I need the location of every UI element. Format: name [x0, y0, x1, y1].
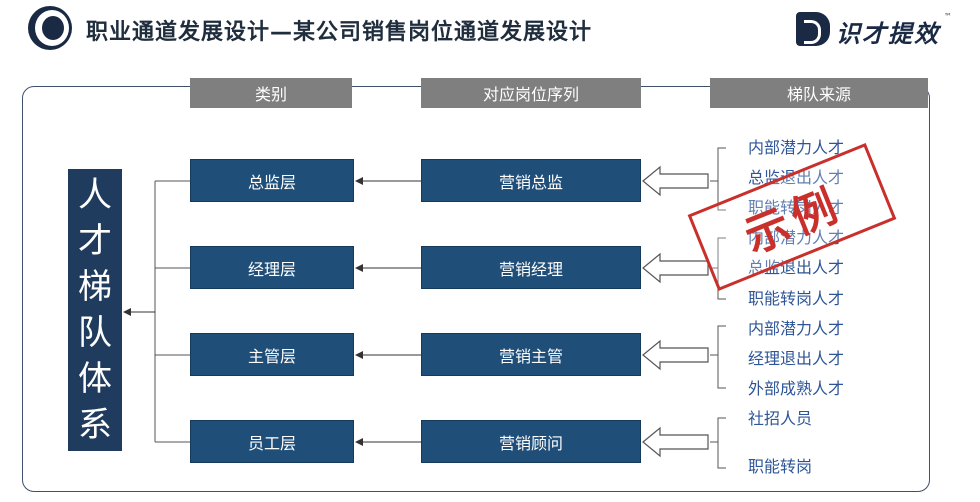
column-header-position-series: 对应岗位序列: [421, 78, 641, 108]
brand-logo: 识才提效 ™: [796, 8, 952, 48]
talent-system-label: 人 才 梯 队 体 系: [68, 169, 122, 451]
vertical-char: 系: [78, 405, 112, 445]
source-item: 总监退出人才: [748, 258, 845, 277]
source-item: 内部潜力人才: [748, 319, 845, 338]
brand-name: 识才提效: [836, 20, 940, 48]
position-box-supervisor: 营销主管: [421, 333, 641, 376]
page-title: 职业通道发展设计—某公司销售岗位通道发展设计: [86, 20, 593, 45]
vertical-char: 才: [78, 221, 112, 261]
position-box-staff: 营销顾问: [421, 420, 641, 463]
source-item: 外部成熟人才: [748, 379, 845, 398]
source-item: 内部潜力人才: [748, 228, 845, 247]
position-box-manager: 营销经理: [421, 246, 641, 289]
brand-mark-icon: [796, 12, 830, 46]
vertical-char: 人: [78, 175, 112, 215]
source-item: 职能转岗人才: [748, 198, 845, 217]
category-box-supervisor: 主管层: [190, 333, 354, 376]
category-box-director: 总监层: [190, 159, 354, 202]
source-item: 职能转岗: [748, 457, 813, 476]
source-item: 经理退出人才: [748, 349, 845, 368]
column-header-category: 类别: [190, 78, 352, 108]
position-box-director: 营销总监: [421, 159, 641, 202]
source-item: 社招人员: [748, 409, 813, 428]
category-box-staff: 员工层: [190, 420, 354, 463]
logo-icon: [28, 6, 72, 50]
source-item: 内部潜力人才: [748, 138, 845, 157]
category-box-manager: 经理层: [190, 246, 354, 289]
vertical-char: 队: [78, 313, 112, 353]
source-item: 总监退出人才: [748, 168, 845, 187]
column-header-source: 梯队来源: [710, 78, 928, 108]
source-item: 职能转岗人才: [748, 289, 845, 308]
vertical-char: 体: [78, 359, 112, 399]
vertical-char: 梯: [78, 267, 112, 307]
